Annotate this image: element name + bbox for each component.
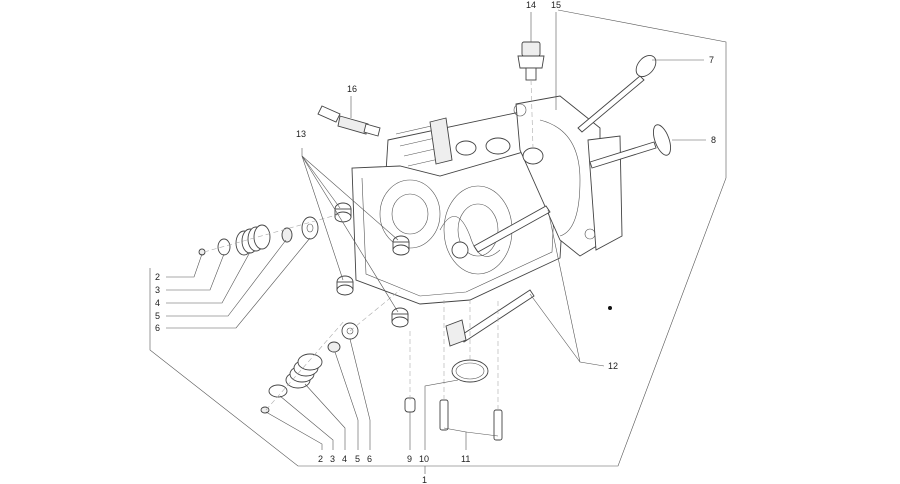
label-3-lower: 3 xyxy=(330,454,335,464)
label-5-upper: 5 xyxy=(155,311,160,321)
upper-valve-assembly xyxy=(198,216,319,256)
dowel-9 xyxy=(404,397,416,413)
valve-8 xyxy=(589,124,672,169)
label-4-lower: 4 xyxy=(342,454,347,464)
spark-plug-16 xyxy=(317,105,381,137)
label-7: 7 xyxy=(709,55,714,65)
studs-11 xyxy=(439,399,503,441)
label-8: 8 xyxy=(711,135,716,145)
label-15: 15 xyxy=(551,0,561,10)
label-13: 13 xyxy=(296,129,306,139)
label-1: 1 xyxy=(422,475,427,484)
label-6-upper: 6 xyxy=(155,323,160,333)
cylinder-head xyxy=(351,95,623,305)
label-3-upper: 3 xyxy=(155,285,160,295)
label-5-lower: 5 xyxy=(355,454,360,464)
label-11: 11 xyxy=(461,454,470,464)
label-14: 14 xyxy=(526,0,536,10)
label-2-lower: 2 xyxy=(318,454,323,464)
leader-lines xyxy=(166,12,706,450)
label-12: 12 xyxy=(608,361,618,371)
valve-7 xyxy=(577,55,657,133)
label-6-lower: 6 xyxy=(367,454,372,464)
assembly-lines xyxy=(203,79,534,411)
bolts-12 xyxy=(445,205,551,347)
reference-dot xyxy=(608,306,612,310)
label-2-upper: 2 xyxy=(155,272,160,282)
sensor-14 xyxy=(517,41,545,81)
group-1-bracket xyxy=(149,9,727,467)
label-10: 10 xyxy=(419,454,429,464)
lower-valve-assembly xyxy=(260,322,359,414)
valve-caps-13 xyxy=(334,202,410,328)
label-16: 16 xyxy=(347,84,357,94)
label-9: 9 xyxy=(407,454,412,464)
label-4-upper: 4 xyxy=(155,298,160,308)
o-ring-10 xyxy=(451,359,489,383)
callout-labels: 14 15 7 8 16 13 12 2 3 4 5 6 2 3 4 5 6 9… xyxy=(155,0,716,484)
